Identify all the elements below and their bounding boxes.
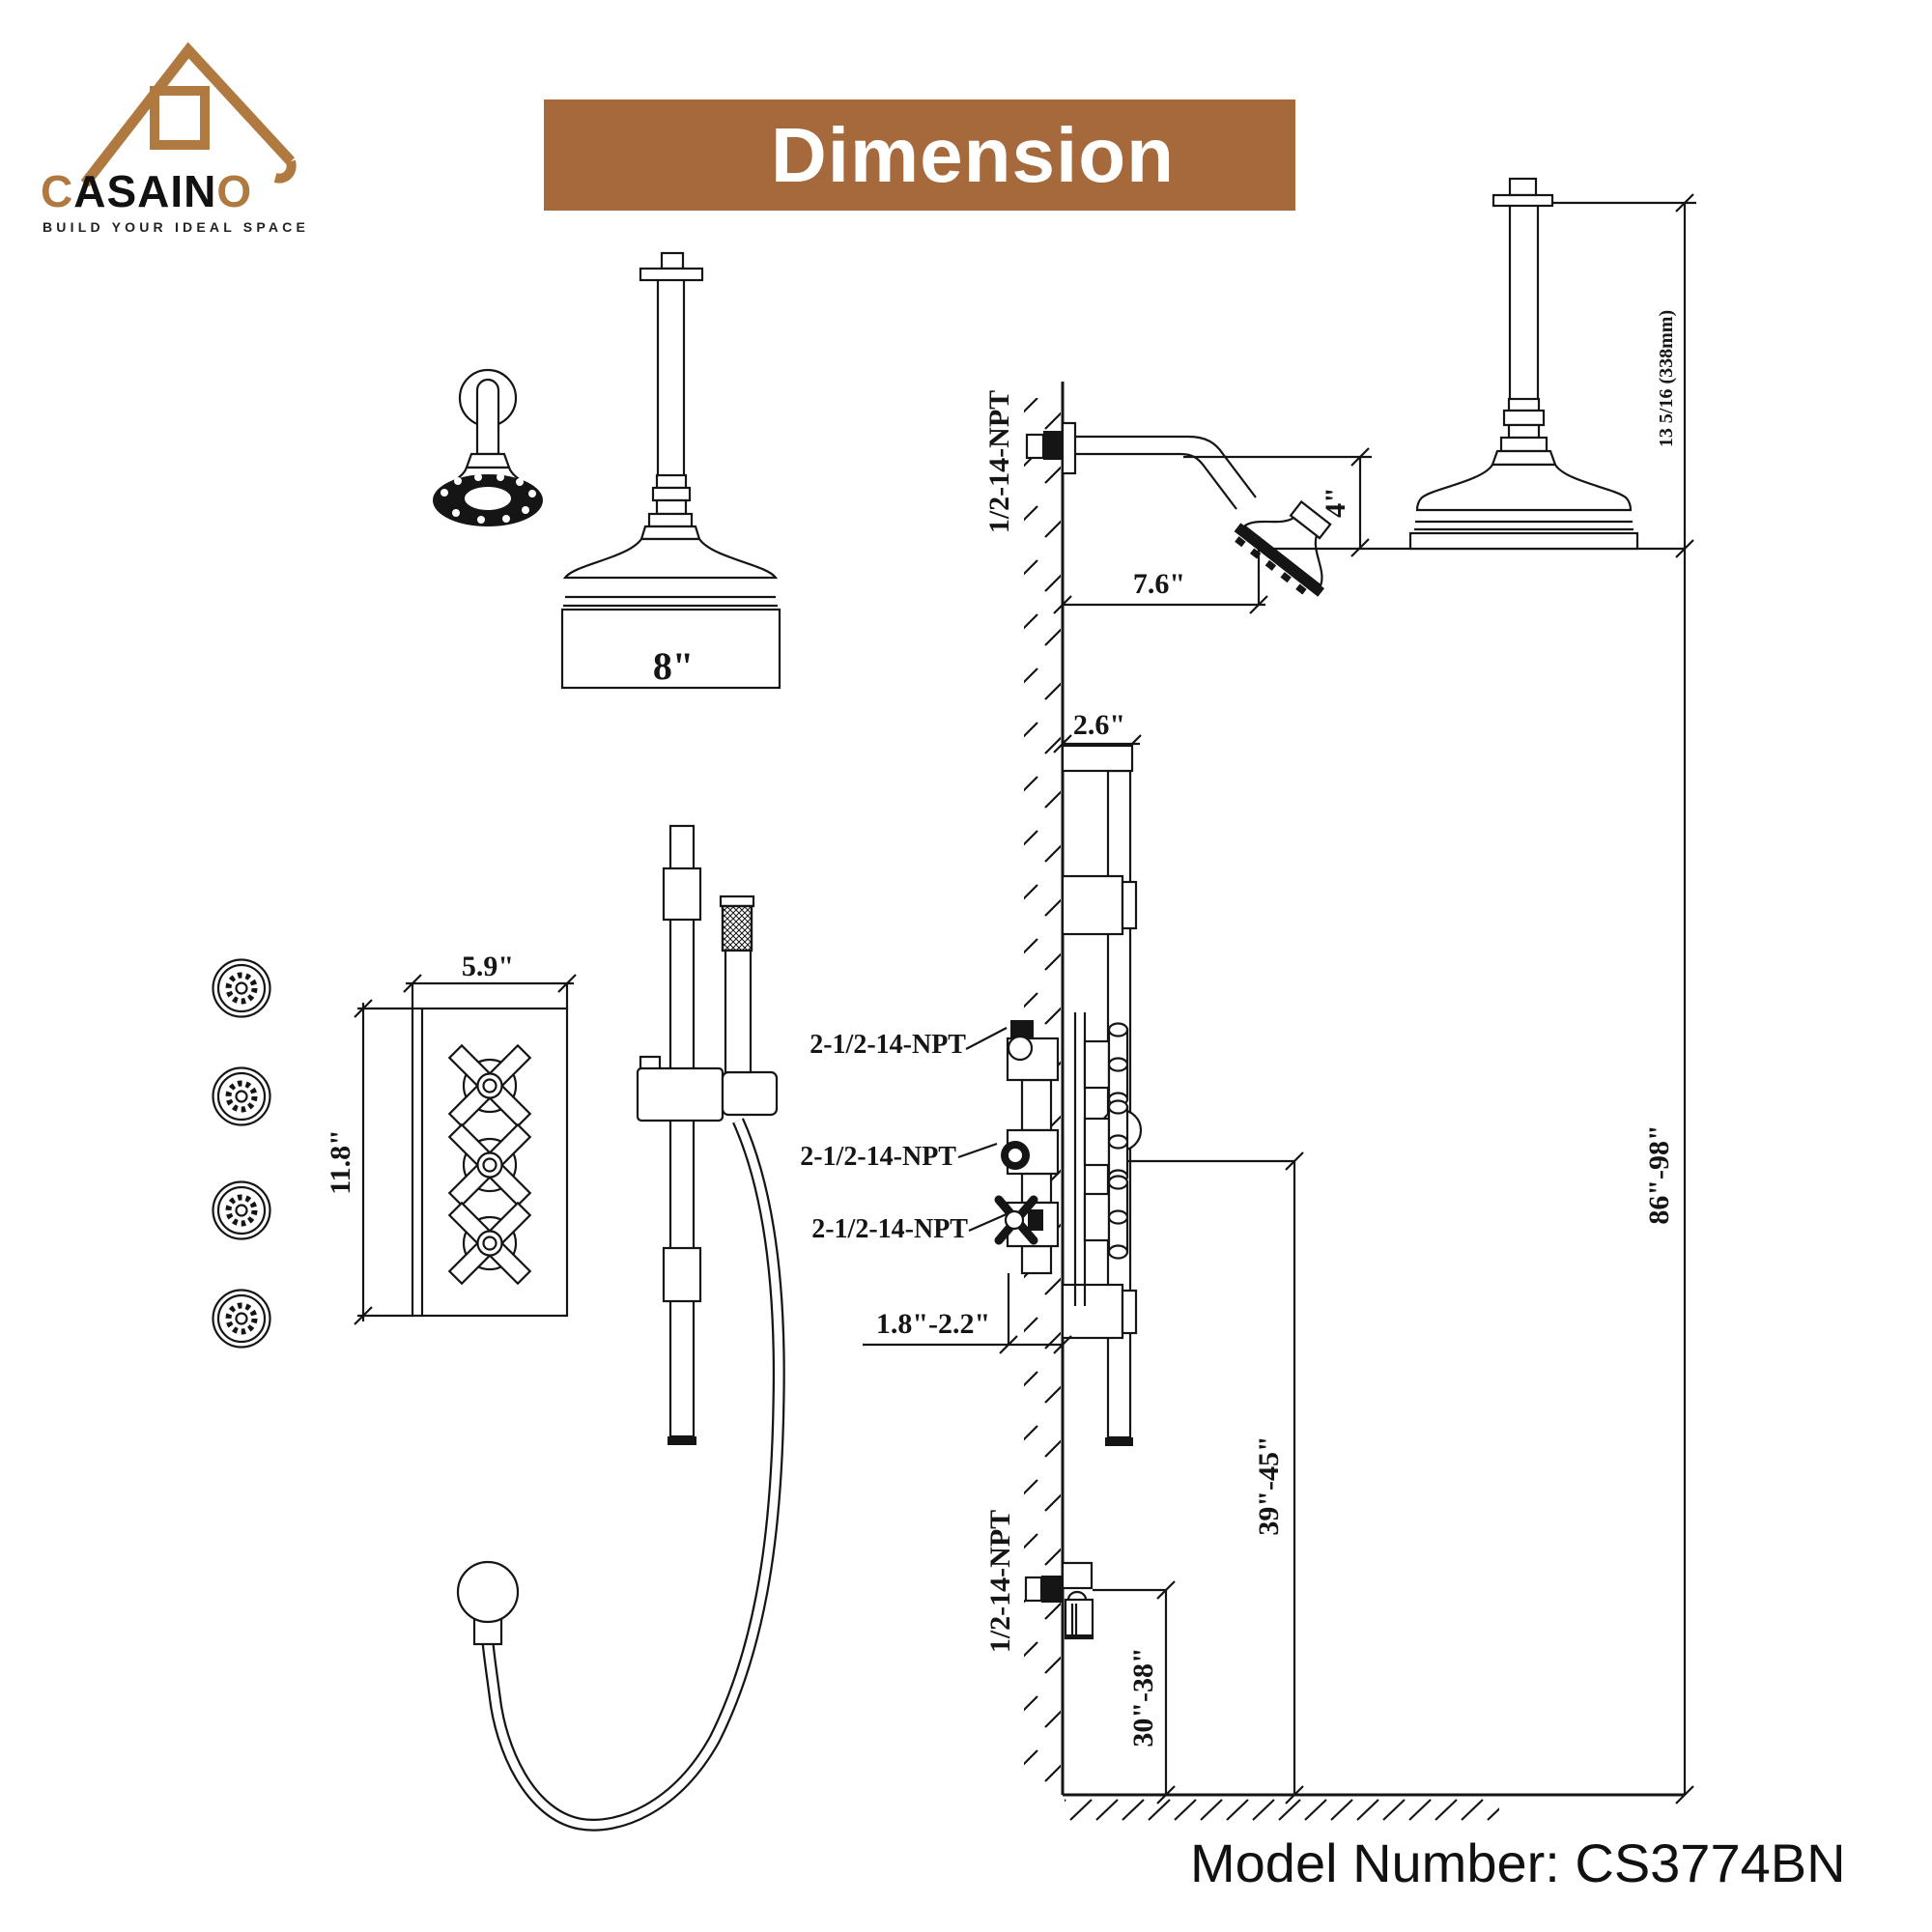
dim-bar-top-offset: 2.6" [1073,709,1125,741]
wall-shower-head-front-view [433,368,543,526]
ceiling-shower-head-front-view: 8" [560,251,781,690]
hose-connector-stem [472,1617,503,1646]
wall-shower-arm-side-view: 1/2-14-NPT [983,390,1332,597]
valve-handle-stub [1083,1175,1129,1260]
dim-arm-reach: 7.6" [1133,568,1185,600]
dim-head-height: 4" [1320,487,1351,518]
dimension-banner: Dimension [544,99,1295,211]
slider-bracket [636,1066,724,1122]
dim-panel-height: 11.8" [325,1129,356,1195]
body-jet [212,1180,271,1240]
model-number: Model Number: CS3774BN [1190,1833,1846,1893]
brand-logo: CASAINO BUILD YOUR IDEAL SPACE [37,25,317,242]
installation-side-view: 1/2-14-NPT 4" 7.6" [800,177,1696,1821]
dim-valve-rough-in: 1.8"-2.2" [876,1308,990,1340]
dim-rain-head-width: 8" [653,644,694,688]
valve-trim-front-view: 5.9" 11.8" [325,951,578,1326]
house-icon [80,42,297,187]
hand-shower [719,895,755,1074]
body-jets [212,958,271,1349]
dim-panel-width: 5.9" [462,951,514,982]
floor-hatching [1065,1798,1499,1821]
dim-ceiling-drop: 13 5/16 (338mm) [1656,310,1677,447]
cross-handle [447,1043,532,1128]
hand-shower-holder [721,1070,779,1117]
valve-handle-stub [1083,1022,1129,1107]
dim-outlet-height-range: 30"-38" [1127,1647,1159,1747]
cross-handle [447,1122,532,1208]
brand-tagline: BUILD YOUR IDEAL SPACE [43,219,309,235]
hand-shower-outlet-side-view [1024,1561,1094,1640]
dim-rain-head-height-range: 86"-98" [1643,1124,1675,1224]
valve-side-view [994,1012,1143,1306]
banner-title: Dimension [771,111,1175,198]
body-jet [212,1066,271,1126]
dim-valve-height-range: 39"-45" [1253,1435,1285,1535]
body-jet [212,1289,271,1349]
hand-shower-slide-bar [456,824,785,1832]
dim-valve-npt-bottom: 2-1/2-14-NPT [811,1214,968,1244]
hose-connector-ball [456,1560,520,1624]
dim-wall-arm-npt: 1/2-14-NPT [983,390,1015,533]
cross-handle [447,1201,532,1286]
dim-valve-npt-top: 2-1/2-14-NPT [810,1030,966,1060]
dim-valve-npt-mid: 2-1/2-14-NPT [800,1142,956,1172]
dim-outlet-npt: 1/2-14-NPT [984,1510,1016,1653]
body-jet [212,958,271,1018]
brand-wordmark: CASAINO [41,166,252,216]
valve-handle-stub [1083,1099,1143,1184]
ceiling-shower-head-side-view [1408,177,1639,551]
